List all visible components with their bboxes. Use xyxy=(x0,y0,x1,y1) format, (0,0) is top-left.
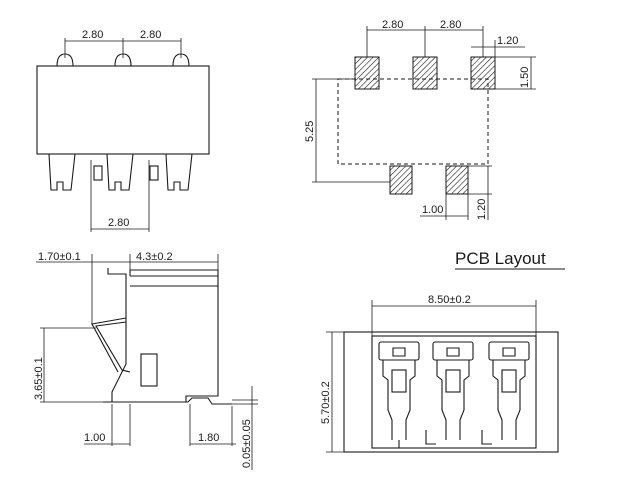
pad-5 xyxy=(445,165,469,195)
front-dim-bottom: 2.80 xyxy=(108,217,129,229)
fp-dim-small-h: 1.20 xyxy=(476,199,488,220)
pad-2 xyxy=(412,56,438,90)
pcb-dim-width: 8.50±0.2 xyxy=(428,294,471,306)
side-body xyxy=(129,269,219,403)
fp-dim-pad-h: 1.50 xyxy=(519,67,531,88)
pad-3 xyxy=(470,56,496,90)
pad-4 xyxy=(389,165,413,195)
front-view: 2.80 2.80 2.80 xyxy=(36,29,210,232)
pcb-outline xyxy=(343,331,559,453)
pcb-dim-height: 5.70±0.2 xyxy=(320,381,332,424)
fp-dim-small-w: 1.00 xyxy=(422,204,443,216)
footprint-outline xyxy=(337,78,489,165)
front-body xyxy=(36,65,210,155)
pcb-layout-title: PCB Layout xyxy=(455,249,546,268)
side-view: 1.70±0.1 4.3±0.2 3.65±0.1 1.00 1.80 0.05… xyxy=(33,251,258,470)
pcb-layout-view: PCB Layout xyxy=(320,249,565,453)
side-dim-thin: 0.05±0.05 xyxy=(241,419,253,468)
footprint-view: 2.80 2.80 1.20 1.50 5.25 1.00 1.20 xyxy=(304,19,536,220)
side-dim-tl: 1.70±0.1 xyxy=(38,251,81,263)
front-dim-a: 2.80 xyxy=(82,29,103,41)
pcb-connector-2 xyxy=(425,341,474,445)
front-dim-b: 2.80 xyxy=(140,29,161,41)
pcb-connector-3 xyxy=(481,341,530,445)
pad-1 xyxy=(354,56,380,90)
side-dim-height: 3.65±0.1 xyxy=(33,357,45,400)
pcb-connector-1 xyxy=(378,341,420,448)
side-dim-bl: 1.00 xyxy=(84,432,105,444)
fp-dim-b: 2.80 xyxy=(440,19,461,31)
fp-dim-pad-w: 1.20 xyxy=(497,35,518,47)
side-dim-br: 1.80 xyxy=(198,432,219,444)
fp-dim-height: 5.25 xyxy=(304,121,316,142)
fp-dim-a: 2.80 xyxy=(382,19,403,31)
side-dim-tr: 4.3±0.2 xyxy=(136,251,173,263)
